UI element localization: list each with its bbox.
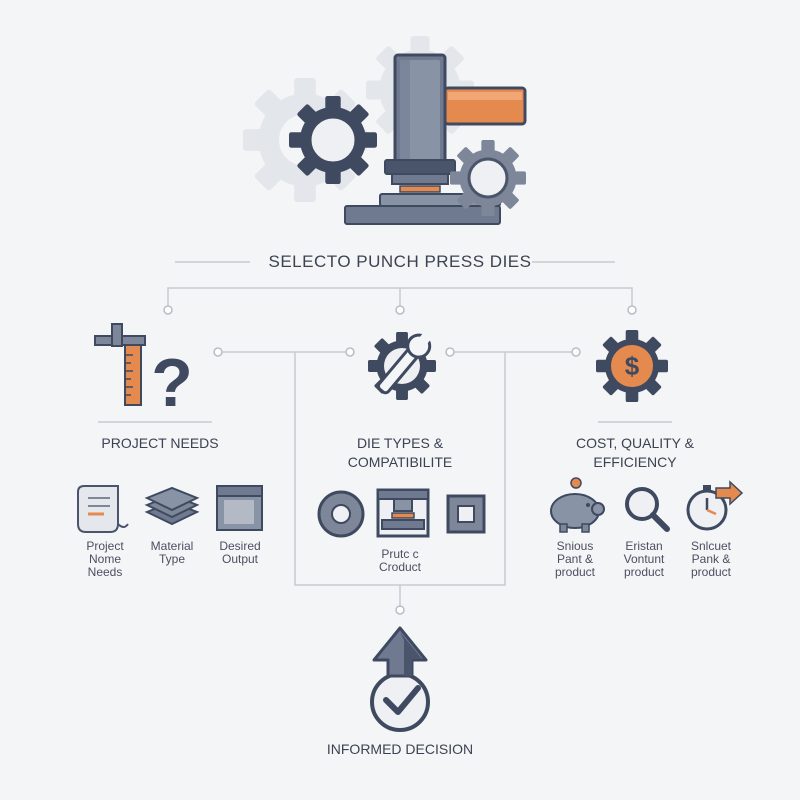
label-line: product bbox=[554, 565, 596, 579]
press-frame-icon bbox=[344, 53, 527, 225]
heading-line: COST, QUALITY & bbox=[576, 435, 694, 451]
column-heading-project-needs: PROJECT NEEDS bbox=[90, 434, 230, 453]
label-line: Output bbox=[221, 552, 259, 566]
column-heading-die-types: DIE TYPES & COMPATIBILITE bbox=[310, 434, 490, 472]
small-gear-icon bbox=[450, 140, 526, 216]
connector-lines bbox=[167, 261, 633, 610]
label-line: product bbox=[623, 565, 665, 579]
gear-dollar-icon: $ bbox=[596, 330, 668, 402]
label-quality: Eristan Vontunt product bbox=[609, 540, 679, 579]
connector-node bbox=[395, 305, 405, 315]
large-gear-icon bbox=[289, 96, 377, 184]
heading-line: DIE TYPES & bbox=[356, 435, 444, 451]
label-line: Pank & bbox=[691, 552, 731, 566]
connector-node bbox=[445, 347, 455, 357]
output-block-icon bbox=[216, 485, 263, 531]
label-line: product bbox=[690, 565, 732, 579]
label-material-type: Material Type bbox=[137, 540, 207, 566]
square-die-icon bbox=[446, 494, 486, 534]
label-line: Croduct bbox=[378, 560, 422, 574]
label-efficiency: Snlcuet Pank & product bbox=[676, 540, 746, 579]
connector-node bbox=[345, 347, 355, 357]
label-line: Type bbox=[158, 552, 185, 566]
label-cost: Snious Pant & product bbox=[540, 540, 610, 579]
svg-text:$: $ bbox=[625, 351, 640, 381]
hero-press-illustration bbox=[243, 36, 527, 225]
die-caption: Prutc c Croduct bbox=[350, 548, 450, 574]
label-line: Vontunt bbox=[623, 552, 665, 566]
label-line: Snious bbox=[556, 539, 594, 553]
label-project-needs: Project Nome Needs bbox=[70, 540, 140, 579]
material-stack-icon bbox=[144, 486, 200, 526]
label-line: Needs bbox=[87, 565, 123, 579]
footer-label: INFORMED DECISION bbox=[326, 741, 474, 757]
connector-node bbox=[571, 347, 581, 357]
scroll-icon bbox=[77, 485, 129, 533]
label-line: Project bbox=[86, 539, 124, 553]
connector-node bbox=[213, 347, 223, 357]
label-line: Pant & bbox=[556, 552, 594, 566]
stopwatch-icon bbox=[686, 480, 744, 531]
column-heading-cost-quality: COST, QUALITY & EFFICIENCY bbox=[555, 434, 715, 472]
label-line: Nome bbox=[88, 552, 121, 566]
label-line: Eristan bbox=[625, 539, 663, 553]
connector-node bbox=[163, 305, 173, 315]
heading-line: COMPATIBILITE bbox=[347, 454, 453, 470]
label-line: Prutc c bbox=[381, 547, 419, 561]
decision-arrow-check-icon bbox=[370, 626, 430, 732]
piggy-bank-icon bbox=[550, 477, 605, 533]
gear-wrench-icon bbox=[368, 332, 436, 400]
magnifier-icon bbox=[625, 487, 670, 532]
label-desired-output: Desired Output bbox=[205, 540, 275, 566]
connector-node bbox=[395, 605, 405, 615]
label-line: Desired bbox=[219, 539, 261, 553]
svg-text:?: ? bbox=[151, 345, 193, 421]
caliper-question-icon: ? bbox=[94, 323, 193, 421]
heading-line: EFFICIENCY bbox=[593, 454, 677, 470]
press-die-icon bbox=[376, 488, 430, 538]
label-line: Material bbox=[150, 539, 194, 553]
washer-die-icon bbox=[317, 490, 365, 538]
label-line: Snlcuet bbox=[690, 539, 732, 553]
connector-node bbox=[627, 305, 637, 315]
heading-line: PROJECT NEEDS bbox=[101, 435, 219, 451]
diagram-title: SELECTO PUNCH PRESS DIES bbox=[268, 252, 532, 271]
